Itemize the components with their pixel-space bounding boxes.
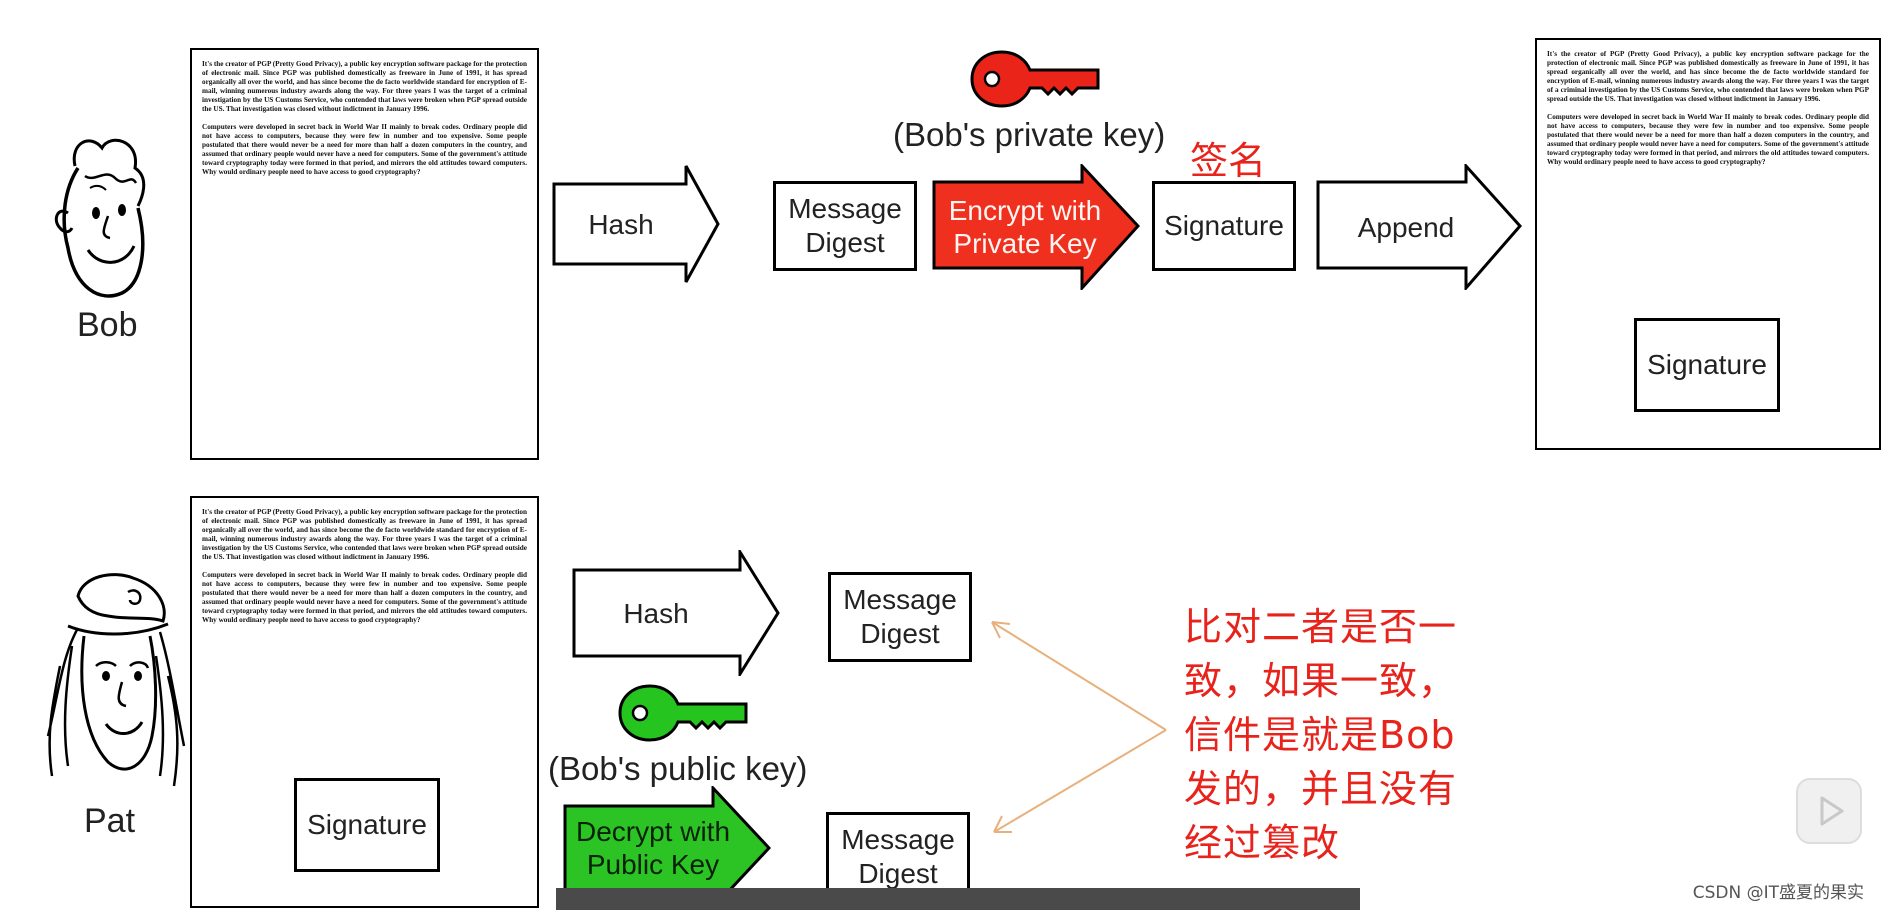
hash-arrow: Hash [552, 164, 720, 284]
sign-label-cn: 签名 [1190, 139, 1267, 183]
public-key-caption: (Bob's public key) [548, 750, 808, 787]
public-key-icon [618, 684, 748, 742]
bob-document: It's the creator of PGP (Pretty Good Pri… [190, 48, 539, 460]
doc-paragraph: Computers were developed in secret back … [1547, 113, 1869, 166]
pat-hash-arrow: Hash [572, 550, 780, 676]
private-key-caption: (Bob's private key) [893, 116, 1166, 153]
doc-paragraph: It's the creator of PGP (Pretty Good Pri… [202, 60, 527, 113]
encrypt-arrow: Encrypt with Private Key [932, 164, 1140, 290]
computed-digest-box: Message Digest [828, 572, 972, 662]
bob-face-icon [54, 138, 146, 298]
doc-paragraph: It's the creator of PGP (Pretty Good Pri… [202, 508, 527, 561]
appended-signature-box: Signature [1634, 318, 1780, 412]
doc-paragraph: Computers were developed in secret back … [202, 123, 527, 176]
subtitle-bar [556, 888, 1360, 910]
append-arrow: Append [1316, 164, 1522, 290]
message-digest-box: Message Digest [773, 181, 917, 271]
play-icon [1820, 796, 1844, 826]
doc-paragraph: Computers were developed in secret back … [202, 571, 527, 624]
received-signature-box: Signature [294, 778, 440, 872]
pat-hash-label: Hash [623, 597, 689, 629]
play-button[interactable] [1796, 778, 1862, 844]
signature-box: Signature [1152, 181, 1296, 271]
compare-lines [991, 621, 1167, 833]
private-key-icon [970, 50, 1100, 108]
pat-face-icon [46, 573, 186, 787]
compare-note: 比对二者是否一 致，如果一致， 信件是就是Bob 发的，并且没有 经过篡改 [1184, 605, 1458, 865]
bob-name: Bob [77, 306, 138, 344]
append-label: Append [1357, 211, 1455, 243]
decrypt-arrow: Decrypt with Public Key [563, 786, 771, 910]
hash-label: Hash [588, 208, 654, 240]
pat-name: Pat [84, 802, 136, 840]
decrypt-label: Decrypt with Public Key [575, 816, 731, 880]
doc-paragraph: It's the creator of PGP (Pretty Good Pri… [1547, 50, 1869, 103]
watermark: CSDN @IT盛夏的果实 [1692, 883, 1864, 903]
encrypt-label: Encrypt with Private Key [948, 195, 1102, 259]
